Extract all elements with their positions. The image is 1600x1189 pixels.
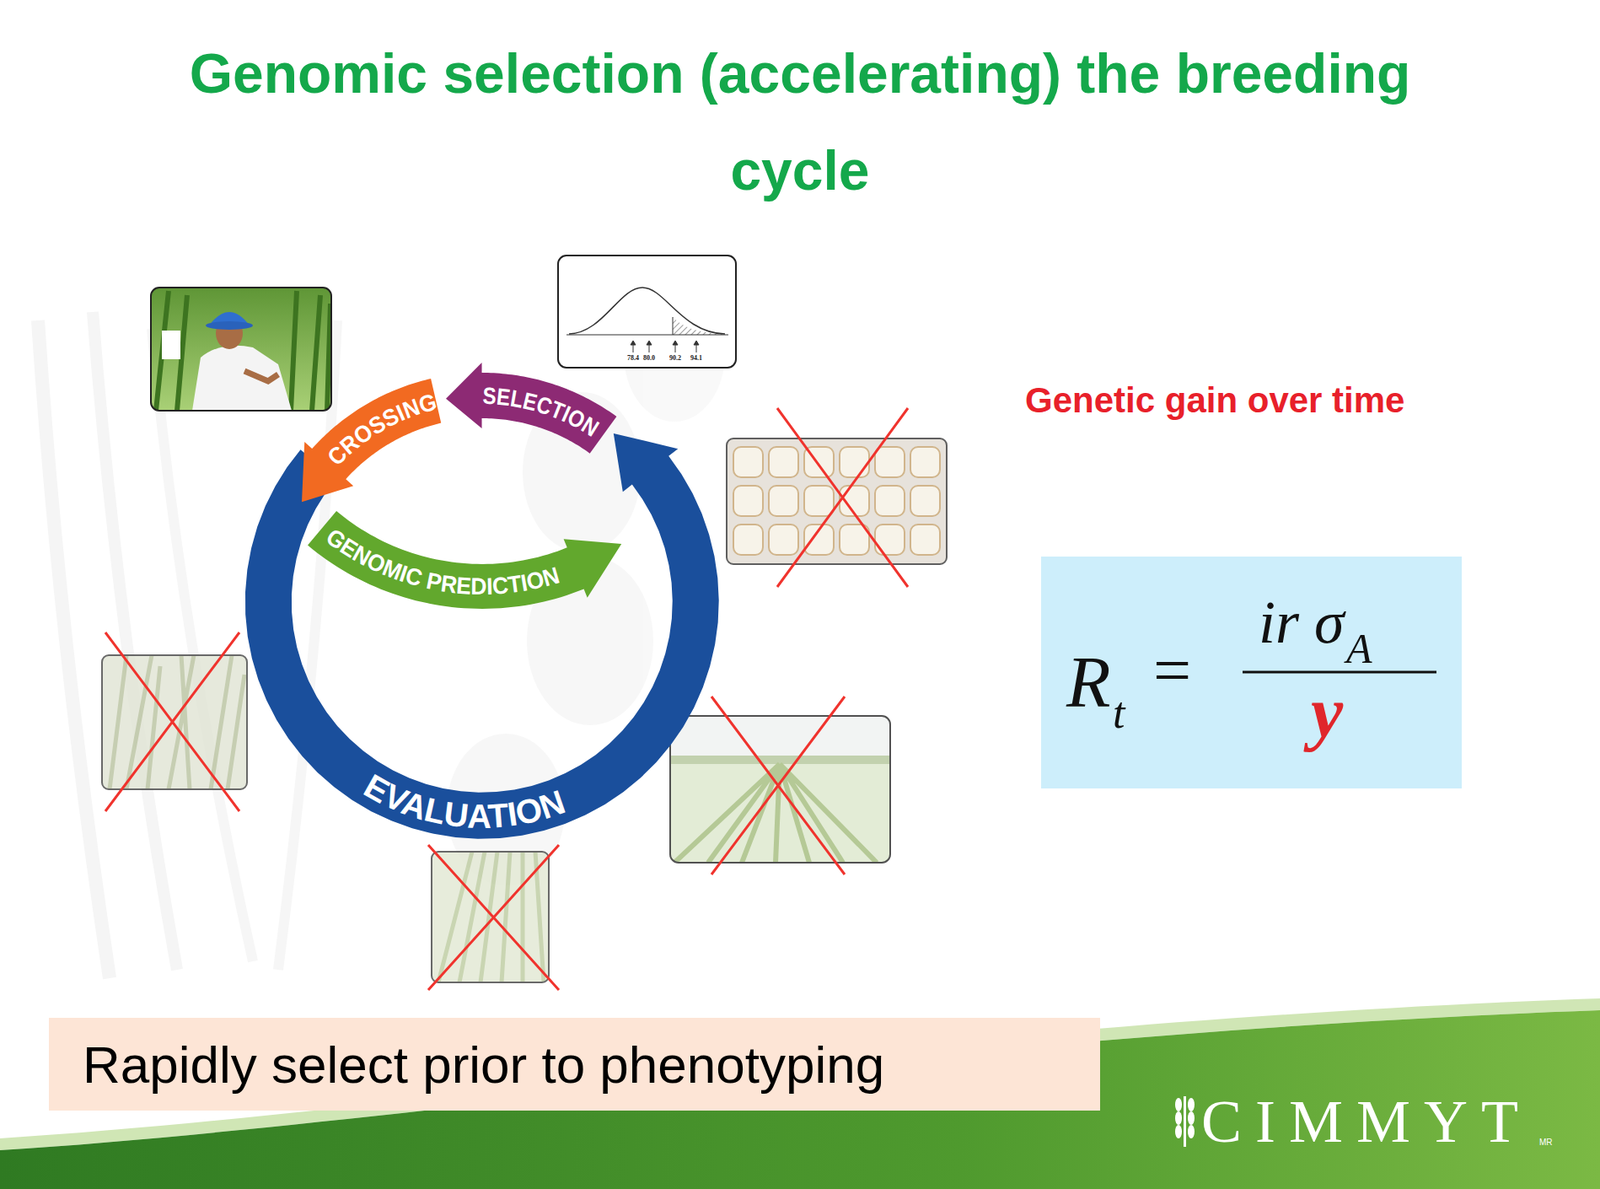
genomic-prediction-arrow: GENOMIC PREDICTION — [304, 507, 625, 613]
logo-mark — [1175, 1095, 1195, 1147]
arrow-band — [307, 510, 622, 609]
cross-mark — [711, 696, 845, 875]
truncation-line — [672, 316, 674, 335]
logo-mark-text: MR — [1539, 1138, 1553, 1147]
photo-ground — [102, 655, 247, 790]
photo-ground — [431, 851, 549, 983]
bread-loaf — [804, 485, 834, 516]
photo-frame — [431, 851, 549, 983]
crossing-arrow: CROSSING — [298, 375, 445, 505]
selection-arrow: SELECTION — [442, 359, 620, 457]
logo-grain — [1187, 1111, 1195, 1125]
bread-loaf — [875, 524, 905, 555]
bread-loaf — [768, 485, 799, 516]
normal-curve — [569, 287, 725, 334]
photo-rows — [674, 763, 877, 863]
selected-tail — [672, 316, 725, 335]
bread-loaf — [768, 524, 799, 555]
axis-value: 80.0 — [643, 354, 656, 362]
formula-symbol: t — [1112, 691, 1125, 736]
wheat-photo — [102, 655, 247, 790]
fraction-line — [1242, 671, 1437, 674]
photo-frame — [102, 655, 247, 790]
arrow-band — [245, 433, 720, 839]
slide-title: Genomic selection (accelerating) the bre… — [142, 25, 1458, 220]
bread-loaf — [733, 524, 763, 555]
bread-loaf — [875, 485, 905, 516]
photo-frame — [726, 438, 947, 564]
photo-leaves — [155, 290, 331, 411]
note-text: Rapidly select prior to phenotyping — [82, 1034, 885, 1095]
bread-loaf — [910, 446, 940, 478]
formula-symbol: = — [1153, 636, 1192, 704]
bread-loaf — [875, 446, 905, 478]
axis-value: 78.4 — [627, 354, 639, 362]
axis-value: 90.2 — [669, 354, 682, 362]
bread-loaf — [910, 485, 940, 516]
logo-stem — [1183, 1095, 1187, 1147]
photo-treeline — [670, 755, 891, 764]
plot-frame — [558, 255, 736, 368]
plot-photo — [431, 851, 549, 983]
formula-heading: Genetic gain over time — [1025, 382, 1405, 419]
arrow-label: EVALUATION — [358, 767, 570, 836]
watermark-stalk — [151, 328, 253, 962]
footer-band — [0, 1009, 1600, 1189]
photo-hat-brim — [205, 321, 253, 330]
photo-ground — [150, 287, 332, 411]
arrow-shape: CROSSING — [298, 375, 445, 505]
axis-value: 94.1 — [690, 354, 703, 362]
photo-ground — [726, 438, 947, 564]
bread-loaf — [768, 446, 799, 478]
formula-symbol: R — [1066, 645, 1112, 719]
logo-grain — [1175, 1124, 1182, 1139]
arrow-label: CROSSING — [322, 388, 440, 471]
photo-frame — [150, 287, 332, 411]
note-box: Rapidly select prior to phenotyping — [48, 1017, 1101, 1111]
cross-marks — [105, 408, 908, 990]
arrow-label: GENOMIC PREDICTION — [321, 523, 563, 600]
breeder-photo — [150, 287, 332, 411]
logo-grain — [1175, 1111, 1182, 1125]
logo-text: CIMMYT — [1201, 1090, 1532, 1152]
bread-loaf — [839, 446, 870, 478]
photo-hands — [244, 370, 279, 382]
logo-grain — [1187, 1124, 1195, 1139]
formula-box: Rt = ir σAy — [1041, 556, 1462, 789]
photo-shirt — [192, 345, 292, 411]
formula-symbol: y — [1310, 675, 1343, 748]
arrow-band — [445, 362, 617, 454]
plot-axis — [566, 333, 729, 335]
watermark — [37, 286, 725, 978]
cross-mark — [105, 632, 240, 811]
cross-mark — [428, 844, 559, 990]
formula-symbol: A — [1346, 627, 1373, 670]
photo-sky — [670, 715, 891, 760]
bread-loaves — [733, 446, 940, 555]
bread-photo — [726, 438, 947, 564]
bread-loaf — [910, 524, 940, 555]
arrow-label: SELECTION — [482, 382, 604, 442]
logo-grain — [1187, 1097, 1195, 1112]
photo-tag — [161, 330, 181, 360]
bread-loaf — [733, 446, 763, 478]
value-arrows — [630, 340, 699, 353]
arrow-band — [301, 378, 441, 502]
arrow-shape: GENOMIC PREDICTION — [304, 507, 625, 613]
logo-grain — [1175, 1097, 1182, 1112]
arrow-shape: SELECTION — [442, 359, 620, 457]
selection-curve — [558, 255, 736, 368]
photo-stalks — [109, 655, 245, 790]
formula-symbol: ir σ — [1258, 591, 1345, 653]
bread-loaf — [733, 485, 763, 516]
cross-mark — [777, 408, 908, 587]
